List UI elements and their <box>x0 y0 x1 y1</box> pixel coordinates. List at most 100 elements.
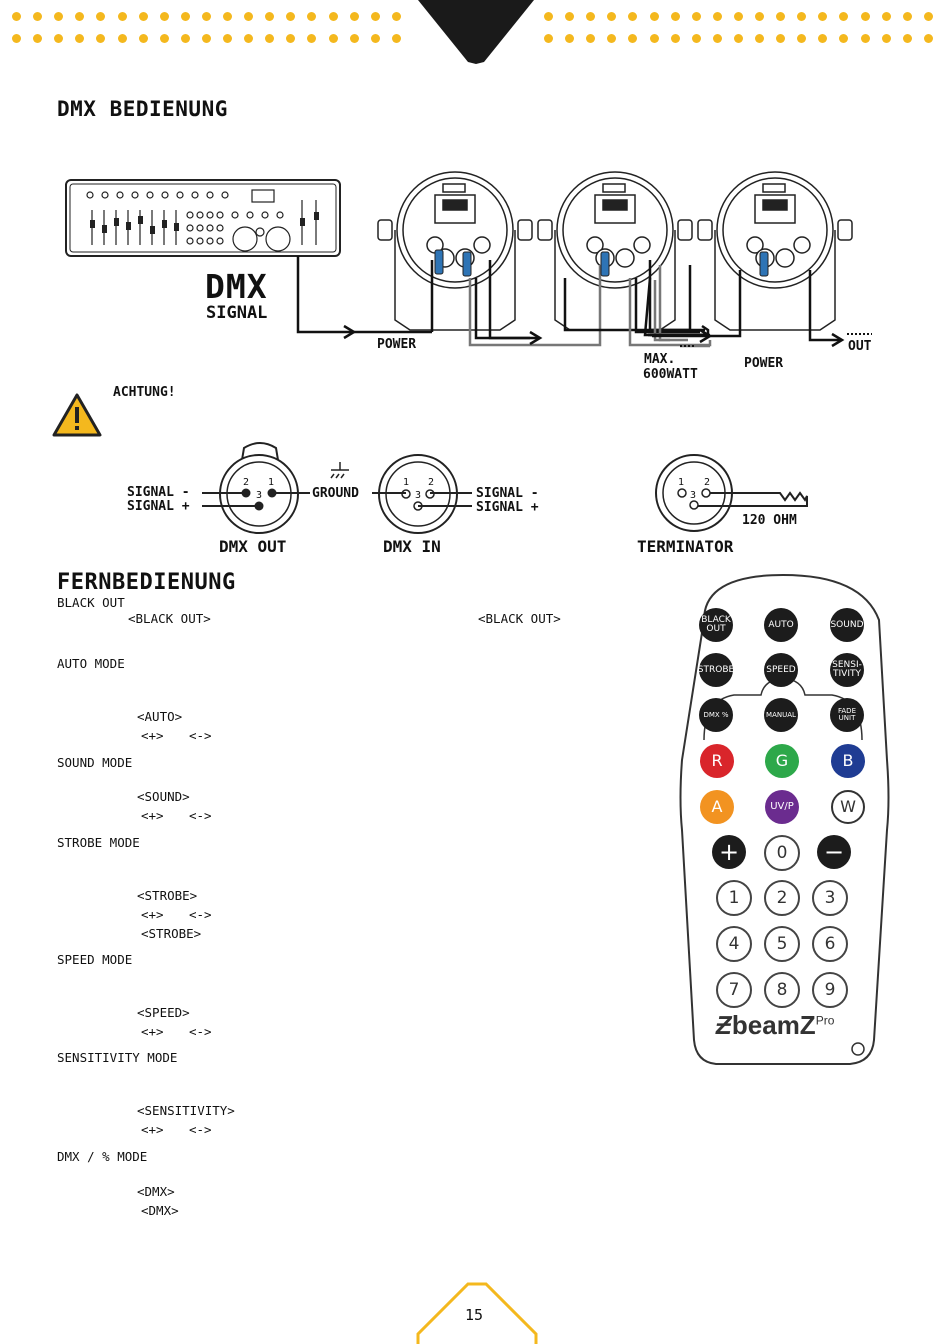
out-pin-1: 1 <box>268 477 275 488</box>
signal-minus-right: SIGNAL - <box>476 486 539 501</box>
remote-btn-fade-unit[interactable]: FADE UNIT <box>830 698 864 732</box>
header-dot <box>265 34 275 43</box>
header-dot <box>818 12 828 21</box>
remote-btn-8[interactable]: 8 <box>764 972 800 1008</box>
remote-btn-minus[interactable]: − <box>817 835 851 869</box>
header-dot <box>607 34 617 43</box>
mode-key-a: <+> <box>141 728 164 743</box>
remote-btn-9[interactable]: 9 <box>812 972 848 1008</box>
remote-btn-color-b[interactable]: B <box>831 744 865 778</box>
header-dot <box>33 34 43 43</box>
in-pin-1: 1 <box>403 477 410 488</box>
remote-btn-2[interactable]: 2 <box>764 880 800 916</box>
header-dot <box>286 12 296 21</box>
header-dot <box>670 12 680 21</box>
signal-plus-left: SIGNAL + <box>127 499 190 514</box>
mode-key-a: <+> <box>141 1122 164 1137</box>
remote-btn-7[interactable]: 7 <box>716 972 752 1008</box>
mode-key-a: <DMX> <box>141 1203 179 1218</box>
footer-hexagon <box>416 1282 538 1344</box>
header-dots-left <box>12 12 412 48</box>
header-dot <box>649 34 659 43</box>
remote-btn-6[interactable]: 6 <box>812 926 848 962</box>
header-dot <box>628 34 638 43</box>
header-dot <box>12 34 21 43</box>
header-dot <box>159 34 169 43</box>
remote-btn-speed[interactable]: SPEED <box>764 653 798 687</box>
remote-btn-black-out[interactable]: BLACK OUT <box>699 608 733 642</box>
out-label: OUT <box>848 339 872 354</box>
header-dot <box>75 12 85 21</box>
header-dot <box>860 12 870 21</box>
mode-key-b: <-> <box>189 728 212 743</box>
header-dot <box>755 34 764 43</box>
remote-btn-sensi-tivity[interactable]: SENSI-TIVITY <box>830 653 864 687</box>
header-dot <box>12 12 21 21</box>
header-dot <box>180 34 190 43</box>
header-dot <box>628 12 638 21</box>
remote-btn-plus[interactable]: + <box>712 835 746 869</box>
header-dot <box>733 34 743 43</box>
mode-title: SENSITIVITY MODE <box>57 1050 178 1065</box>
header-dot <box>96 34 106 43</box>
remote-btn-color-a[interactable]: A <box>700 790 734 824</box>
remote-btn-zero[interactable]: 0 <box>764 835 800 871</box>
mode-key-a: <+> <box>141 808 164 823</box>
remote-btn-sound[interactable]: SOUND <box>830 608 864 642</box>
remote-btn-auto[interactable]: AUTO <box>764 608 798 642</box>
mode-key-a: <STROBE> <box>141 926 202 941</box>
mode-key-a: <STROBE> <box>137 888 198 903</box>
signal-plus-right: SIGNAL + <box>476 500 539 515</box>
mode-key-b: <-> <box>189 907 212 922</box>
header-dot <box>902 34 912 43</box>
mode-key-b: <-> <box>189 1024 212 1039</box>
header-dot <box>307 12 317 21</box>
term-pin-2: 2 <box>704 477 711 488</box>
remote-btn-color-r[interactable]: R <box>700 744 734 778</box>
header-dot <box>586 34 596 43</box>
dmx-wiring-diagram <box>65 171 872 348</box>
header-dot <box>776 12 786 21</box>
term-pin-1: 1 <box>678 477 685 488</box>
mode-title: DMX / % MODE <box>57 1149 148 1164</box>
remote-btn-manual[interactable]: MANUAL <box>764 698 798 732</box>
header-dot <box>244 12 254 21</box>
header-dot <box>138 12 148 21</box>
remote-btn-color-g[interactable]: G <box>765 744 799 778</box>
header-dot <box>544 34 553 43</box>
remote-btn-dmx-[interactable]: DMX % <box>699 698 733 732</box>
mode-title: SPEED MODE <box>57 952 133 967</box>
header-dot <box>370 34 380 43</box>
header-dot <box>797 34 807 43</box>
remote-btn-1[interactable]: 1 <box>716 880 752 916</box>
header-dot <box>201 12 211 21</box>
header-dot <box>391 34 401 43</box>
remote-btn-4[interactable]: 4 <box>716 926 752 962</box>
remote-btn-strobe[interactable]: STROBE <box>698 653 734 687</box>
header-dot <box>586 12 596 21</box>
out-pin-2: 2 <box>243 477 250 488</box>
header-dot <box>923 12 933 21</box>
par-light-1 <box>377 171 533 331</box>
header-dot <box>328 34 338 43</box>
header-dot <box>201 34 211 43</box>
header-dot <box>223 12 232 21</box>
mode-title: SOUND MODE <box>57 755 133 770</box>
term-pin-3: 3 <box>690 490 697 501</box>
mode-key-a: <SENSITIVITY> <box>137 1103 235 1118</box>
ground-label: GROUND <box>312 486 359 501</box>
remote-btn-5[interactable]: 5 <box>764 926 800 962</box>
remote-btn-color-w[interactable]: W <box>831 790 865 824</box>
remote-btn-color-uv-p[interactable]: UV/P <box>765 790 799 824</box>
header-dot <box>117 12 127 21</box>
header-dot <box>138 34 148 43</box>
header-dot <box>755 12 764 21</box>
header-dot <box>923 34 933 43</box>
header-dots-right <box>544 12 944 48</box>
remote-btn-3[interactable]: 3 <box>812 880 848 916</box>
brand-sup: Pro <box>815 1013 835 1028</box>
header-dot <box>776 34 786 43</box>
header-dot <box>649 12 659 21</box>
warning-icon <box>52 393 102 437</box>
mode-key-b: <-> <box>189 1122 212 1137</box>
